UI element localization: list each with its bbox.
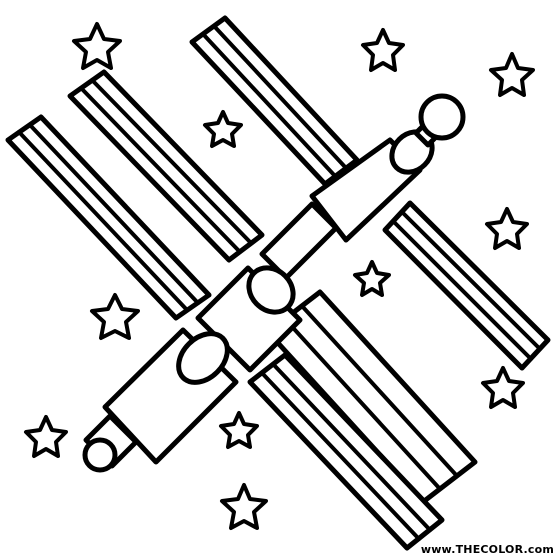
star-icon [220, 483, 268, 530]
star-icon [489, 52, 535, 97]
solar-panel [189, 15, 360, 187]
star-icon [90, 293, 140, 340]
module [195, 265, 303, 373]
star-icon [203, 110, 243, 148]
star-icon [481, 366, 525, 409]
top-sphere [418, 93, 466, 141]
star-icon [72, 22, 122, 70]
joint [246, 265, 296, 315]
end-cap [82, 437, 118, 473]
solar-panels [5, 15, 551, 551]
site-watermark: www.THECOLOR.com [420, 543, 554, 556]
star-icon [485, 207, 529, 250]
star-icon [219, 411, 259, 449]
star-icon [353, 260, 391, 297]
star-icon [24, 415, 68, 458]
stars [24, 22, 535, 530]
joint [176, 331, 230, 385]
star-icon [361, 28, 405, 72]
station-truss [82, 93, 466, 473]
